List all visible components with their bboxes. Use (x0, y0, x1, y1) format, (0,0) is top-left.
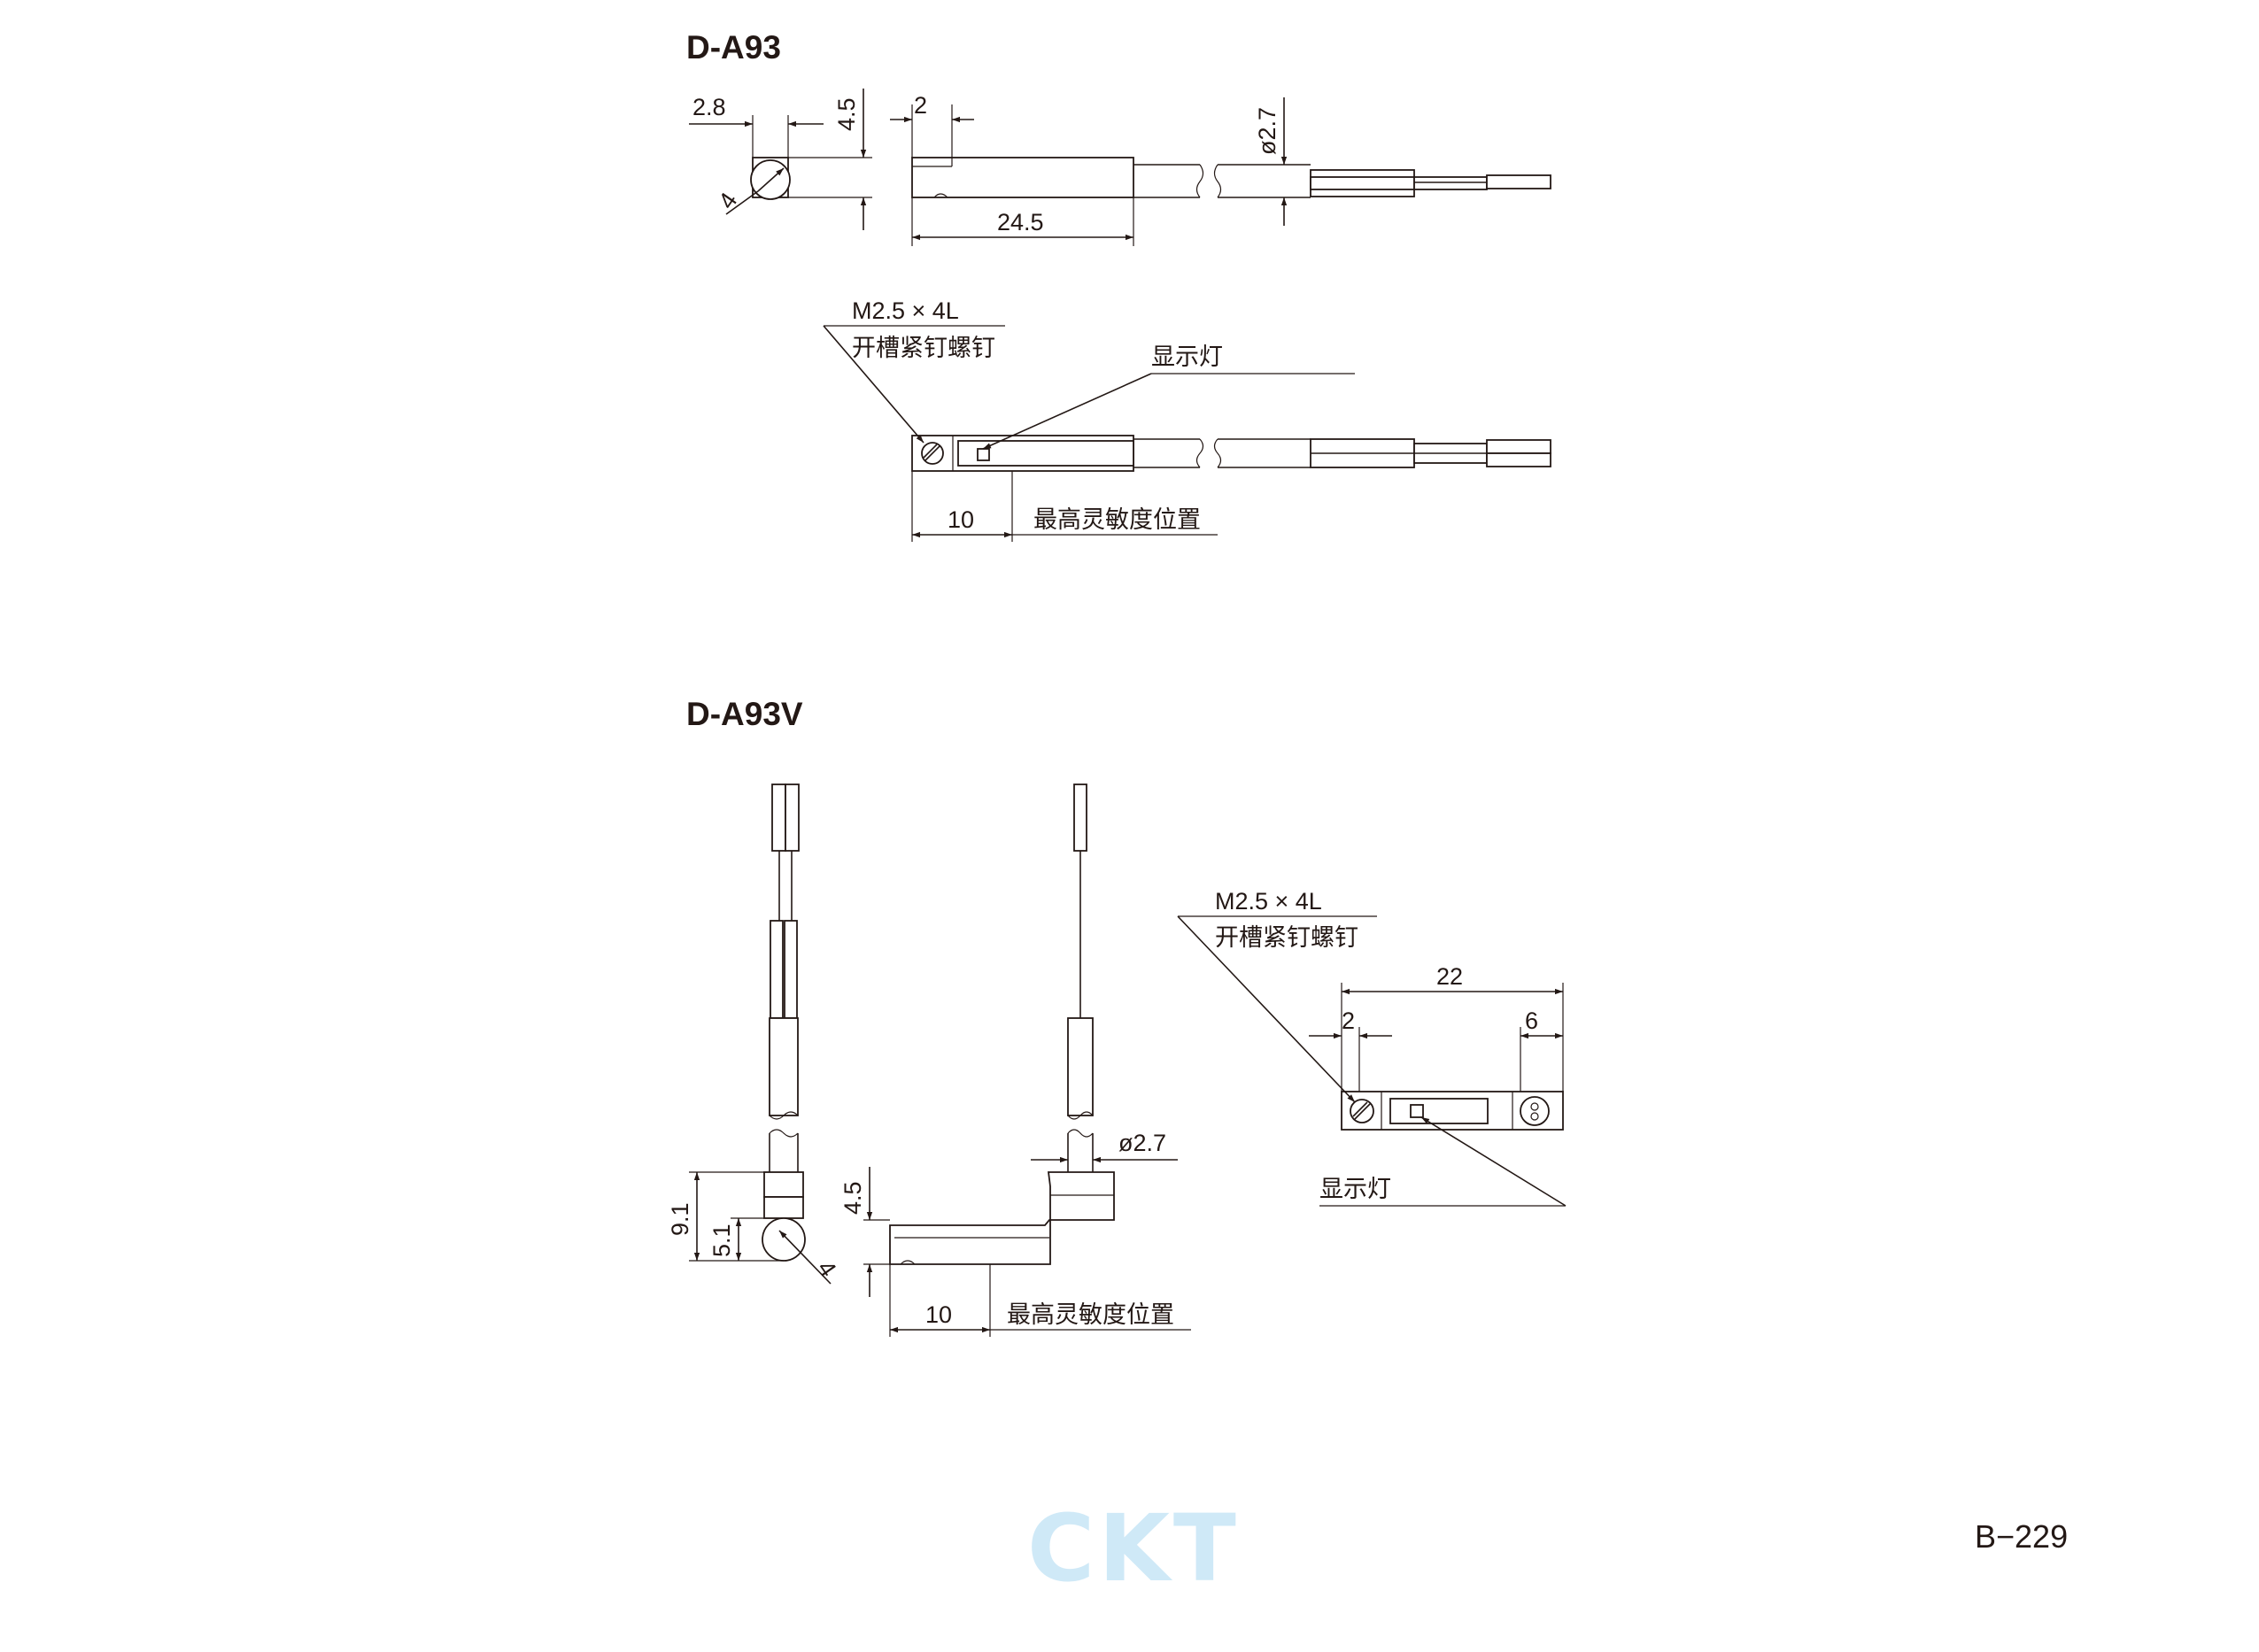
section-d-a93v: D-A93V 9.1 5.1 (667, 696, 1567, 1337)
top-view: M2.5 × 4L 开槽紧钉螺钉 22 2 6 显示灯 (1177, 888, 1567, 1207)
page-number: B−229 (1975, 1518, 2068, 1555)
side-view: 4.5 ø2.7 10 最高灵敏度位置 (839, 784, 1191, 1337)
sensing-position-label: 最高灵敏度位置 (1033, 506, 1201, 534)
dim-10: 10 (925, 1301, 952, 1328)
dim-9-1: 9.1 (667, 1202, 693, 1236)
dim-dia-2-7: ø2.7 (1254, 107, 1280, 155)
ckt-watermark-logo: CKT (1027, 1494, 1240, 1602)
dim-dia-2-7: ø2.7 (1118, 1130, 1166, 1156)
screw-name: 开槽紧钉螺钉 (852, 335, 995, 362)
dim-4-5: 4.5 (833, 97, 860, 131)
dim-10: 10 (948, 506, 974, 533)
dim-2: 2 (914, 92, 927, 119)
end-view: 2.8 4.5 4 (689, 89, 872, 230)
dim-4: 4 (812, 1255, 841, 1282)
screw-name: 开槽紧钉螺钉 (1215, 924, 1358, 952)
screw-spec: M2.5 × 4L (852, 297, 959, 324)
dim-4: 4 (713, 188, 742, 214)
section-title: D-A93V (686, 696, 803, 732)
sensing-position-label: 最高灵敏度位置 (1007, 1301, 1174, 1329)
side-view: 2 24.5 ø2.7 (890, 92, 1551, 246)
dim-5-1: 5.1 (708, 1224, 735, 1257)
top-view: M2.5 × 4L 开槽紧钉螺钉 显示灯 10 最高灵敏度位置 (823, 297, 1551, 542)
dim-2-8: 2.8 (692, 94, 726, 120)
front-view: 9.1 5.1 4 (667, 784, 841, 1285)
indicator-label: 显示灯 (1319, 1176, 1391, 1203)
section-d-a93: D-A93 2.8 4.5 4 (686, 29, 1551, 542)
indicator-label: 显示灯 (1151, 344, 1223, 371)
dim-22: 22 (1436, 963, 1463, 990)
dim-2: 2 (1342, 1007, 1355, 1034)
screw-spec: M2.5 × 4L (1215, 888, 1322, 915)
dim-6: 6 (1525, 1007, 1538, 1034)
dim-4-5: 4.5 (839, 1181, 866, 1215)
dim-24-5: 24.5 (997, 209, 1044, 235)
section-title: D-A93 (686, 29, 781, 66)
